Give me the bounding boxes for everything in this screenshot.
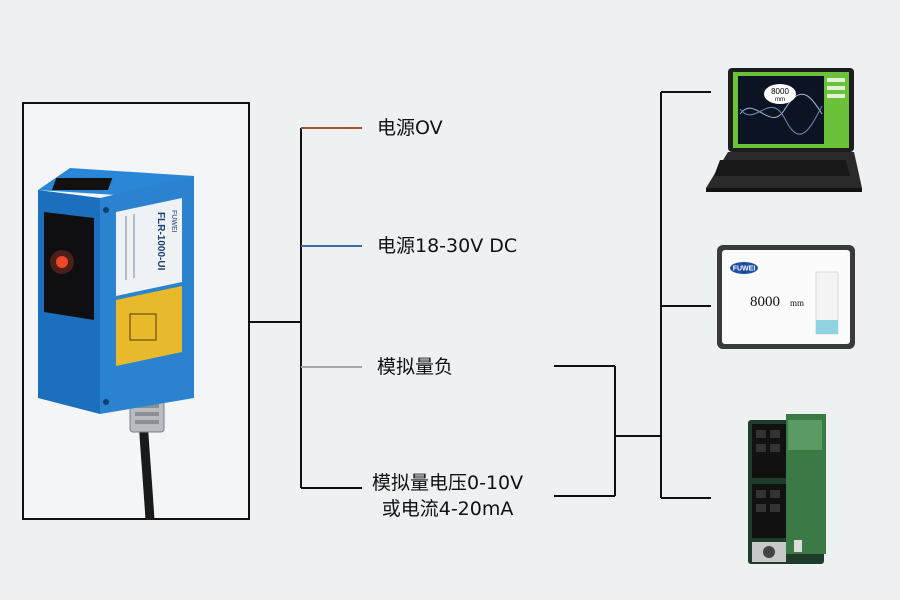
display-meter-image: FUWEI 8000 mm <box>717 245 855 349</box>
display-brand: FUWEI <box>733 266 756 273</box>
laptop-reading-value: 8000 <box>771 87 789 96</box>
display-unit: mm <box>790 298 804 308</box>
label-analog-signal-line1: 模拟量电压0-10V <box>372 472 524 494</box>
label-power-0v: 电源OV <box>377 117 443 139</box>
plc-image <box>748 414 826 564</box>
laptop-reading-unit: mm <box>775 97 785 103</box>
label-analog-neg: 模拟量负 <box>377 356 454 378</box>
sensor-lens <box>44 212 94 320</box>
sensor-model: FLR-1000-UI <box>155 212 166 271</box>
sensor-warning-label <box>116 286 182 366</box>
display-value: 8000 <box>750 294 780 310</box>
laser-sensor-image: FUWEI FLR-1000-UI <box>38 168 194 520</box>
label-power-24v: 电源18-30V DC <box>377 235 518 257</box>
sensor-brand: FUWEI <box>170 210 177 233</box>
sensor-spec-label <box>116 198 182 296</box>
label-analog-signal-line2: 或电流4-20mA <box>381 498 514 520</box>
laptop-image: 8000 mm <box>706 68 862 192</box>
label-analog-signal: 模拟量电压0-10V 或电流4-20mA <box>372 470 523 522</box>
